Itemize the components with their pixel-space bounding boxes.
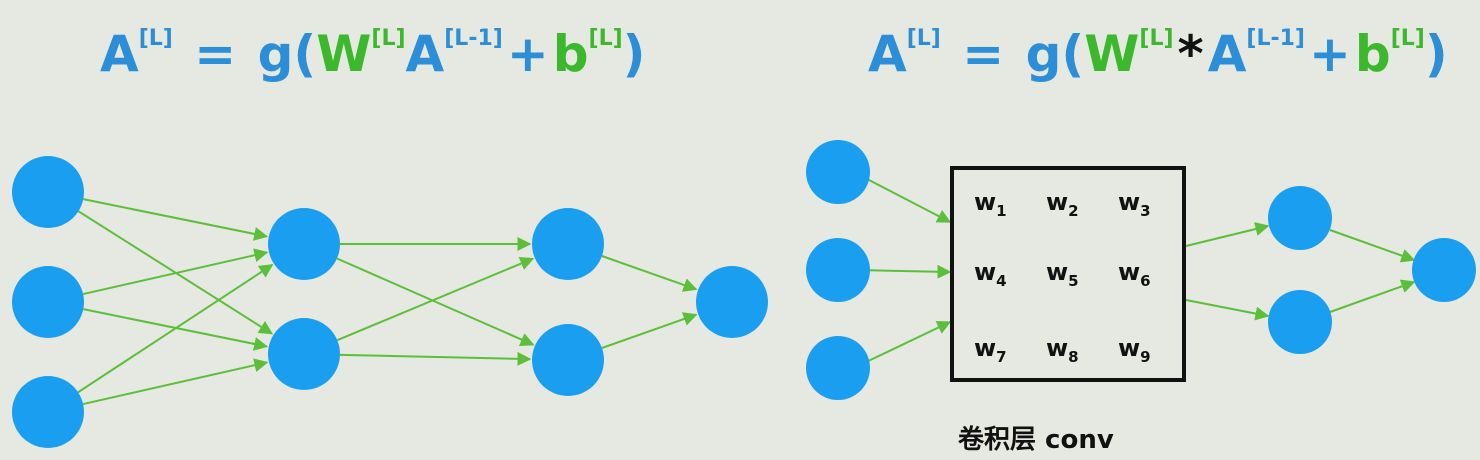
dense-edge [82,358,269,406]
conv-network-edges [867,178,1416,363]
formula-plus: + [1308,25,1351,83]
conv-input-edge [867,321,952,363]
kernel-weight-w8: w8 [1046,334,1079,366]
conv-output-edge [1185,299,1270,321]
formula-activation: A [868,25,907,83]
dense-node-layer-4 [696,266,768,338]
dense-layer-formula: A[L] = g(W[L]A[L-1]+b[L]) [100,14,646,94]
dense-network-edges [77,198,698,406]
formula-function: g( [257,25,317,83]
dense-edge [336,257,535,342]
dense-node-layer-2 [268,318,340,390]
conv-hidden-node [1268,290,1332,354]
formula-bias: b [1354,25,1391,83]
dense-edge [77,264,274,394]
formula-close-paren: ) [1424,25,1448,83]
formula-function: g( [1025,25,1085,83]
kernel-weight-w5: w5 [1046,258,1079,290]
dense-edge [601,312,698,349]
dense-edge [339,351,532,366]
dense-edge [336,257,535,347]
kernel-weight-w9: w9 [1118,334,1151,366]
conv-hidden-edge [1329,279,1416,313]
dense-node-layer-2 [268,208,340,280]
dense-node-layer-1 [12,376,84,448]
dense-node-layer-1 [12,156,84,228]
formula-activation: A [100,25,139,83]
conv-hidden-edge [1329,229,1416,263]
conv-input-node [806,336,870,400]
formula-weight: W [1084,25,1140,83]
formula-bias-index: [L] [588,26,623,51]
kernel-weight-w1: w1 [974,188,1007,220]
formula-weight: W [316,25,372,83]
conv-input-edge [867,264,952,279]
kernel-weight-w7: w7 [974,334,1007,366]
formula-prev-layer-index: [L-1] [444,26,503,51]
dense-node-layer-3 [532,208,604,280]
dense-edge [601,255,698,292]
conv-output-edge [1185,222,1270,247]
dense-network-nodes [12,156,768,448]
formula-bias: b [552,25,589,83]
conv-input-edge [867,178,952,223]
kernel-weight-w3: w3 [1118,188,1151,220]
conv-kernel-box [950,166,1186,382]
conv-output-node [1412,238,1476,302]
formula-weight-index: [L] [371,26,406,51]
dense-node-layer-1 [12,266,84,338]
kernel-weight-w4: w4 [974,258,1007,290]
kernel-weight-w6: w6 [1118,258,1151,290]
dense-edge [83,198,269,241]
formula-layer-index: [L] [906,26,941,51]
conv-layer-formula: A[L] = g(W[L]*A[L-1]+b[L]) [868,14,1448,94]
formula-close-paren: ) [622,25,646,83]
conv-input-node [806,140,870,204]
formula-layer-index: [L] [138,26,173,51]
formula-equals: = [962,25,1005,83]
formula-prev-layer-index: [L-1] [1246,26,1305,51]
formula-prev-activation: A [405,25,445,83]
formula-weight-index: [L] [1139,26,1174,51]
formula-prev-activation: A [1207,25,1247,83]
conv-hidden-node [1268,186,1332,250]
conv-kernel-weights: w1 w2 w3 w4 w5 w6 w7 w8 w9 [974,188,1151,366]
formula-plus: + [506,25,549,83]
conv-input-node [806,238,870,302]
conv-network-nodes [806,140,1476,400]
dense-node-layer-3 [532,324,604,396]
formula-equals: = [194,25,237,83]
dense-edge [82,248,269,296]
conv-layer-caption: 卷积层 conv [958,425,1114,455]
formula-bias-index: [L] [1390,26,1425,51]
kernel-weight-w2: w2 [1046,188,1079,220]
formula-convolution-operator: * [1177,25,1204,83]
